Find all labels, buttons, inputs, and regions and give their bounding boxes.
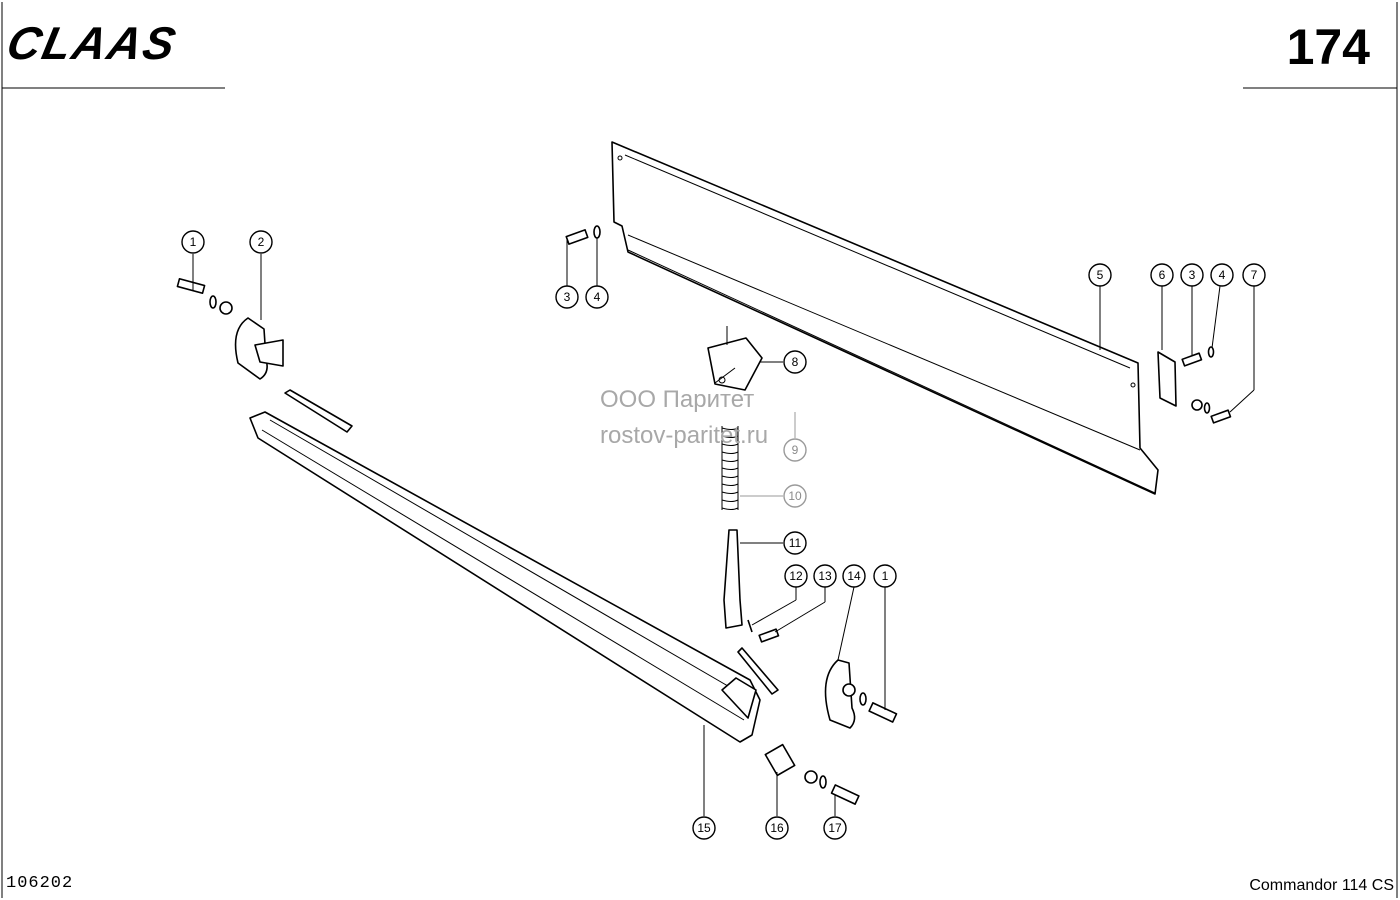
callout-label: 4 — [594, 290, 601, 304]
part-11-rod — [723, 529, 743, 629]
page-number: 174 — [1286, 19, 1370, 75]
watermark: ООО Паритет rostov-paritet.ru — [600, 382, 768, 454]
callout-label: 11 — [789, 536, 802, 550]
part-2-bracket — [176, 277, 284, 380]
callout-label: 14 — [847, 569, 861, 583]
callout-label: 7 — [1251, 268, 1258, 282]
callout-5: 5 — [1088, 263, 1112, 287]
callout-label: 9 — [792, 443, 799, 457]
callout-label: 3 — [1189, 268, 1196, 282]
part-15-channel — [249, 389, 779, 743]
callout-3-right: 3 — [1180, 263, 1204, 287]
part-10-spring — [721, 426, 739, 510]
callout-8: 8 — [783, 350, 807, 374]
bolt-3-left — [565, 225, 601, 245]
callout-label: 16 — [770, 821, 784, 835]
callout-2: 2 — [249, 230, 273, 254]
callout-16: 16 — [765, 816, 789, 840]
callout-7: 7 — [1242, 263, 1266, 287]
callout-14: 14 — [842, 564, 866, 588]
callout-17: 17 — [823, 816, 847, 840]
part-14-bracket — [824, 659, 898, 729]
callout-label: 12 — [789, 569, 803, 583]
callout-1-right: 1 — [873, 564, 897, 588]
callout-label: 3 — [564, 290, 571, 304]
callout-15: 15 — [692, 816, 716, 840]
part-6-plate — [1157, 346, 1232, 424]
watermark-site: rostov-paritet.ru — [600, 422, 769, 449]
callout-12: 12 — [784, 564, 808, 588]
leader-lines — [192, 238, 1255, 816]
callout-label: 6 — [1159, 268, 1166, 282]
callout-label: 4 — [1219, 268, 1226, 282]
callout-label: 10 — [788, 489, 802, 503]
watermark-company: ООО Паритет — [600, 386, 755, 413]
callout-11: 11 — [783, 531, 807, 555]
callout-label: 1 — [882, 569, 889, 583]
callout-13: 13 — [813, 564, 837, 588]
callout-label: 2 — [258, 235, 265, 249]
callout-4-right: 4 — [1210, 263, 1234, 287]
callout-6: 6 — [1150, 263, 1174, 287]
callout-label: 15 — [697, 821, 711, 835]
callout-9: 9 — [783, 438, 807, 462]
model-name: Commandor 114 CS — [1249, 877, 1394, 894]
callout-4-left: 4 — [585, 285, 609, 309]
callout-10: 10 — [783, 484, 807, 508]
callout-label: 8 — [792, 355, 799, 369]
callout-label: 1 — [190, 235, 197, 249]
drawing-number: 106202 — [6, 874, 74, 893]
callout-3-left: 3 — [555, 285, 579, 309]
callout-label: 17 — [828, 821, 842, 835]
part-8-bracket — [707, 326, 763, 391]
callout-label: 5 — [1097, 268, 1104, 282]
pins-12-13 — [747, 619, 780, 643]
parts-16-17 — [764, 743, 860, 805]
callout-label: 13 — [818, 569, 832, 583]
callout-1-left: 1 — [181, 230, 205, 254]
part-5-panel — [611, 141, 1159, 495]
